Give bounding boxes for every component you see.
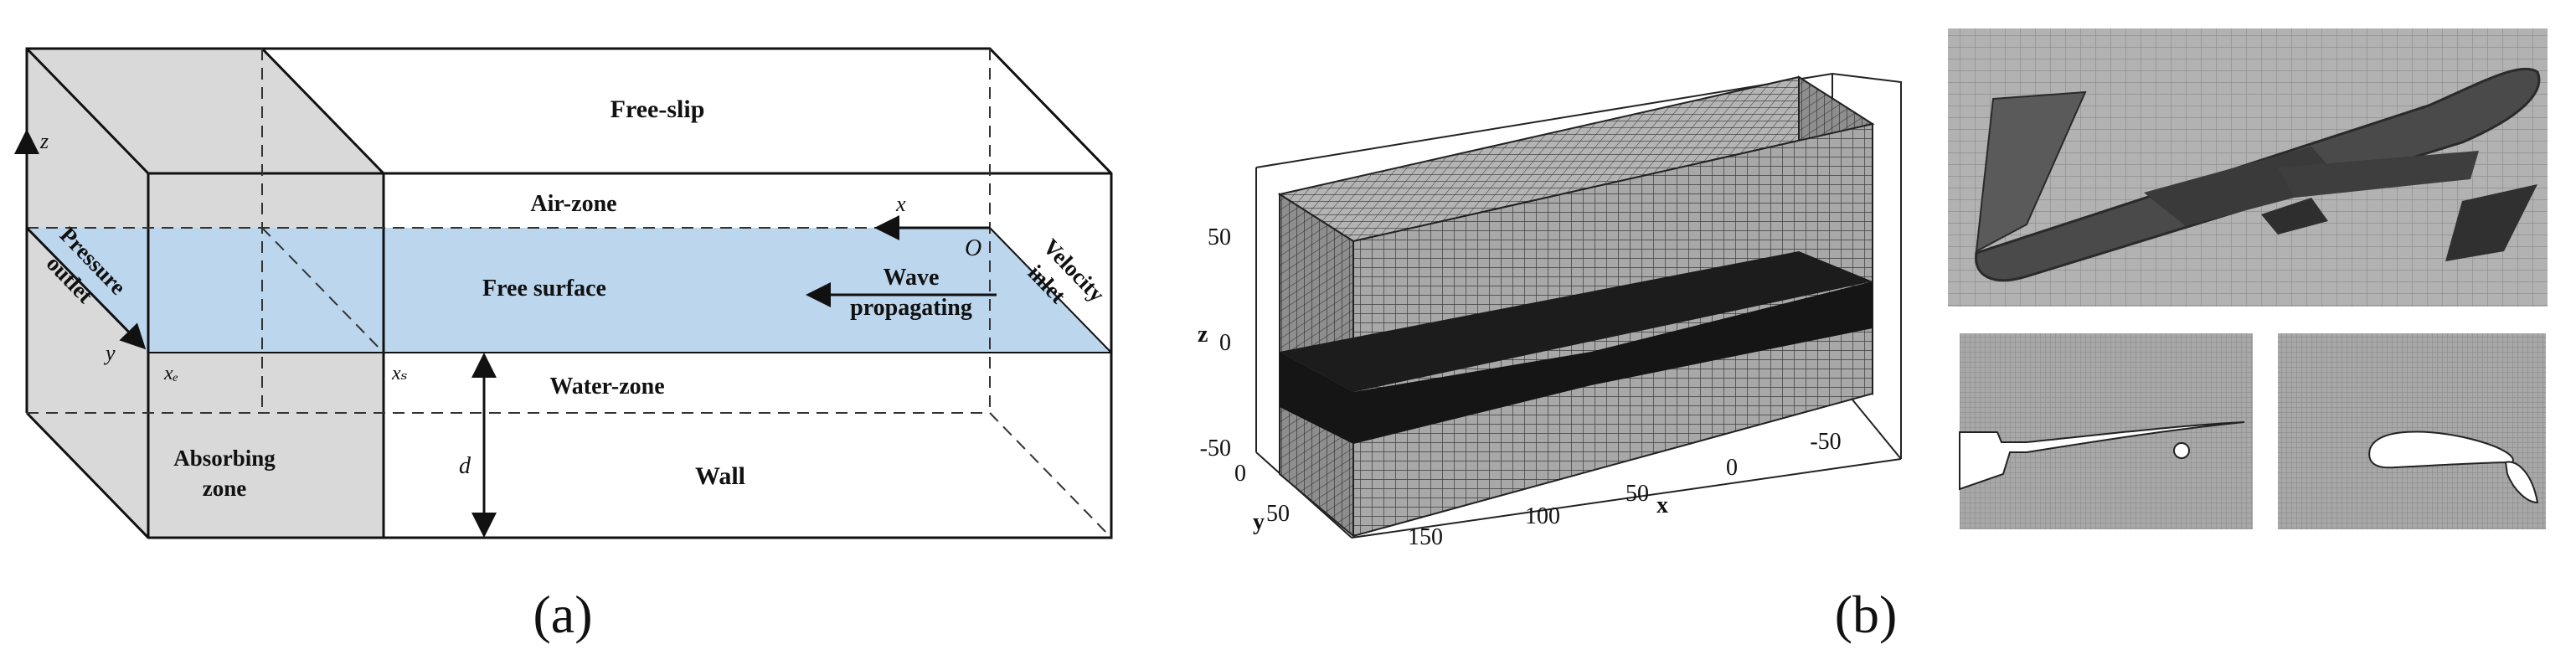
wave-propagating-label-line2: propagating xyxy=(850,295,972,321)
x-tick-neg50: -50 xyxy=(1810,429,1841,455)
x-tick-50: 50 xyxy=(1625,481,1649,507)
absorbing-zone-label-line1: Absorbing xyxy=(173,446,276,471)
mesh-refined-band xyxy=(1280,281,1873,444)
z-tick-50: 50 xyxy=(1208,224,1231,250)
wall-label: Wall xyxy=(695,462,745,490)
z-tick-neg50: -50 xyxy=(1200,436,1231,461)
panel-a-diagram: Free-slip Air-zone Free surface Water-zo… xyxy=(14,47,1113,644)
absorbing-zone-side-face xyxy=(27,49,148,538)
absorbing-end-symbol: xₑ xyxy=(163,363,178,384)
y-axis-symbol: y xyxy=(103,341,116,365)
free-surface-plane xyxy=(27,228,1111,353)
absorbing-zone-top-face xyxy=(27,49,384,173)
absorbing-zone-label-line2: zone xyxy=(203,476,247,501)
aircraft-mesh-image xyxy=(1948,28,2548,307)
panel-a-caption: (a) xyxy=(533,585,592,644)
water-zone-label: Water-zone xyxy=(549,374,664,400)
panel-b-caption: (b) xyxy=(1835,585,1898,644)
x-tick-150: 150 xyxy=(1408,524,1443,550)
z-axis-symbol: z xyxy=(39,129,49,153)
z-tick-0: 0 xyxy=(1219,330,1231,356)
y-tick-50: 50 xyxy=(1266,501,1290,527)
y-axis-arrow xyxy=(25,226,147,350)
airfoil-flap-mesh-image xyxy=(2278,333,2546,529)
free-slip-label: Free-slip xyxy=(611,95,705,123)
x-tick-0: 0 xyxy=(1726,455,1738,481)
x-axis-label: x xyxy=(1656,492,1668,518)
z-axis-label: z xyxy=(1198,322,1208,348)
y-tick-0: 0 xyxy=(1234,461,1246,487)
hydrofoil-mesh-image xyxy=(1959,333,2253,529)
x-axis-symbol: x xyxy=(895,192,906,216)
absorbing-start-symbol: xₛ xyxy=(391,363,408,384)
panel-b-mesh-plot: 50 0 -50 z 150 100 50 0 -50 x 0 50 y xyxy=(1198,72,1902,550)
x-tick-100: 100 xyxy=(1525,503,1560,529)
depth-symbol: d xyxy=(459,453,471,479)
domain-hidden-edges xyxy=(27,49,1112,539)
air-zone-label: Air-zone xyxy=(530,191,616,217)
domain-box-edges xyxy=(25,47,1113,539)
origin-symbol: O xyxy=(965,235,981,261)
wave-propagating-label-line1: Wave xyxy=(884,265,940,291)
free-surface-label: Free surface xyxy=(482,276,606,302)
mesh-refined-band-top xyxy=(1280,251,1873,392)
y-axis-label: y xyxy=(1253,509,1265,535)
